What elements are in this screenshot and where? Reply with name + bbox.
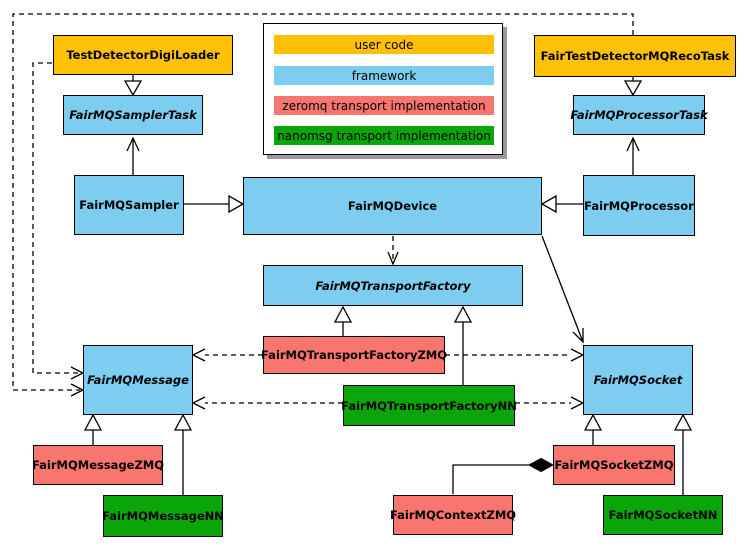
inheritance-fairmqtransportfactoryzmq-to-fairmqtransportfactory [333, 305, 353, 336]
inheritance-fairmqsocketzmq-to-fairmqsocket [583, 413, 603, 445]
composition-fairmqsocketzmq-fairmqcontextzmq [452, 457, 555, 494]
legend-item-framework: framework [274, 66, 494, 85]
legend-item-nanomsg: nanomsg transport implementation [274, 126, 494, 145]
class-box-fairmqprocessortask: FairMQProcessorTask [570, 95, 708, 135]
legend: user code framework zeromq transport imp… [263, 23, 503, 155]
class-box-fairmqsocketnn: FairMQSocketNN [603, 495, 723, 535]
inheritance-fairmqsampler-to-fairmqdevice [184, 194, 245, 214]
class-box-testdetectordigiloader: TestDetectorDigiLoader [53, 35, 233, 75]
class-box-fairmqsampler: FairMQSampler [74, 175, 184, 235]
association-fairmqsampler-to-fairmqsamplertask [126, 136, 140, 175]
class-box-fairmqdevice: FairMQDevice [243, 177, 542, 235]
inheritance-fairmqprocessor-to-fairmqdevice [540, 194, 583, 214]
inheritance-fairmqmessagezmq-to-fairmqmessage [83, 413, 103, 445]
inheritance-fairmqmessagenn-to-fairmqmessage [173, 413, 193, 495]
inheritance-testdetectordigiloader-to-fairmqsamplertask [123, 75, 143, 97]
association-fairmqprocessor-to-fairmqprocessortask [626, 136, 640, 175]
inheritance-fairtestdetectormqrecotask-to-fairmqprocessortask [623, 77, 643, 97]
class-box-fairmqprocessor: FairMQProcessor [583, 175, 695, 236]
class-box-fairmqmessage: FairMQMessage [83, 345, 193, 415]
class-box-fairmqsocket: FairMQSocket [583, 345, 693, 415]
class-box-fairmqsamplertask: FairMQSamplerTask [63, 95, 203, 135]
association-fairmqdevice-to-fairmqsocket [541, 235, 584, 344]
legend-item-user-code: user code [274, 35, 494, 54]
class-box-fairmqsocketzmq: FairMQSocketZMQ [553, 445, 675, 485]
inheritance-fairmqsocketnn-to-fairmqsocket [673, 413, 693, 495]
dependency-fairmqtransportfactoryzmq-to-fairmqsocket [445, 348, 585, 362]
class-box-fairmqtransportfactory: FairMQTransportFactory [263, 265, 523, 306]
class-box-fairmqmessagenn: FairMQMessageNN [102, 495, 224, 537]
class-box-fairmqtransportfactorynn: FairMQTransportFactoryNN [341, 385, 517, 426]
class-box-fairmqcontextzmq: FairMQContextZMQ [390, 495, 516, 535]
dependency-fairmqtransportfactorynn-to-fairmqsocket [515, 396, 585, 410]
dependency-fairmqtransportfactoryzmq-to-fairmqmessage [191, 348, 263, 362]
inheritance-fairmqtransportfactorynn-to-fairmqtransportfactory [453, 305, 473, 385]
legend-item-zeromq: zeromq transport implementation [274, 96, 494, 115]
class-box-fairtestdetectormqrecotask: FairTestDetectorMQRecoTask [534, 35, 736, 77]
class-box-fairmqmessagezmq: FairMQMessageZMQ [32, 445, 164, 485]
dependency-fairmqtransportfactorynn-to-fairmqmessage [191, 396, 343, 410]
dependency-fairmqdevice-to-fairmqtransportfactory [387, 236, 399, 266]
class-box-fairmqtransportfactoryzmq: FairMQTransportFactoryZMQ [261, 336, 447, 374]
